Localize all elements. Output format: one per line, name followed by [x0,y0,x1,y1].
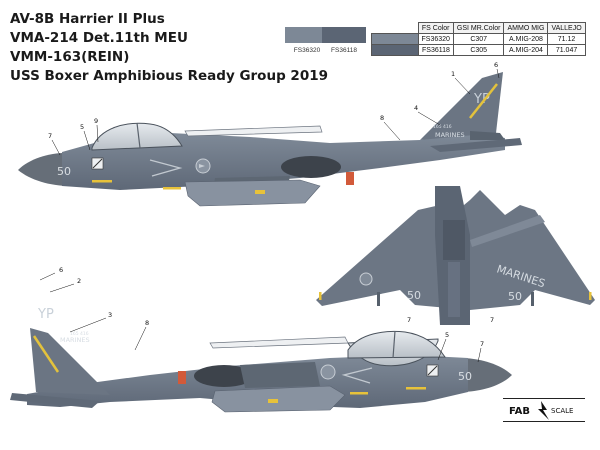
callout-7: 7 [480,340,484,348]
color-reference-table: FS Color GSI MR.Color AMMO MIG VALLEJO F… [371,22,586,56]
wing-number-left: 50 [407,289,421,302]
profile-bottom: YP 165 416 MARINES 50 [10,307,512,413]
tail-code-top: YP [473,92,490,107]
title-line-4: USS Boxer Amphibious Ready Group 2019 [10,68,329,84]
planform-view: MARINES 50 50 [316,186,595,325]
logo-text-right: SCALE [551,407,573,415]
color-table-header-row: FS Color GSI MR.Color AMMO MIG VALLEJO [371,22,586,34]
nose-number-bottom: 50 [458,370,472,383]
callout-5: 5 [80,123,84,131]
callout-7: 7 [48,132,52,140]
callout-2: 2 [77,277,81,285]
swatch-label-fs36118: FS36118 [331,47,357,54]
callout-1: 1 [451,70,455,78]
color-table-cell: A.MIG-204 [503,44,549,56]
fabscale-logo: FAB SCALE [503,398,585,422]
bureau-number-top: 165 416 [433,124,452,130]
callout-5: 5 [445,331,449,339]
logo-text-left: FAB [509,406,530,417]
color-table-cell: FS36118 [417,44,454,56]
bureau-number-bottom: 165 416 [70,331,89,337]
callout-7: 7 [490,316,494,324]
bolt-icon [538,401,549,420]
title-line-1: AV-8B Harrier II Plus [10,11,165,27]
tail-marines-bottom: MARINES [60,336,90,344]
color-table-row: FS36118 C305 A.MIG-204 71.047 [371,44,586,56]
color-table-cell: 71.047 [547,44,586,56]
swatch-fs36118 [322,27,366,43]
callout-9: 9 [94,117,98,125]
callout-8: 8 [380,114,384,122]
wing-number-right: 50 [508,290,522,303]
title-block: AV-8B Harrier II Plus VMA-214 Det.11th M… [10,10,328,86]
callout-6: 6 [59,266,63,274]
color-table-row: FS36320 C307 A.MIG-208 71.12 [371,33,586,45]
callout-4: 4 [414,104,418,112]
nose-number-top: 50 [57,165,71,178]
callout-3: 3 [108,311,112,319]
callout-6: 6 [494,61,498,69]
title-line-2: VMA-214 Det.11th MEU [10,30,188,46]
callouts: 7 5 9 8 4 1 6 6 2 3 8 5 7 7 7 [39,61,500,363]
swatch-label-fs36320: FS36320 [293,47,321,54]
profile-top: YP 165 416 MARINES 50 [18,72,522,207]
callout-7: 7 [407,316,411,324]
swatch-fs36320 [285,27,329,43]
tail-marines-top: MARINES [435,131,465,139]
tail-code-bottom: YP [37,307,54,322]
title-line-3: VMM-163(REIN) [10,49,130,65]
callout-8: 8 [145,319,149,327]
